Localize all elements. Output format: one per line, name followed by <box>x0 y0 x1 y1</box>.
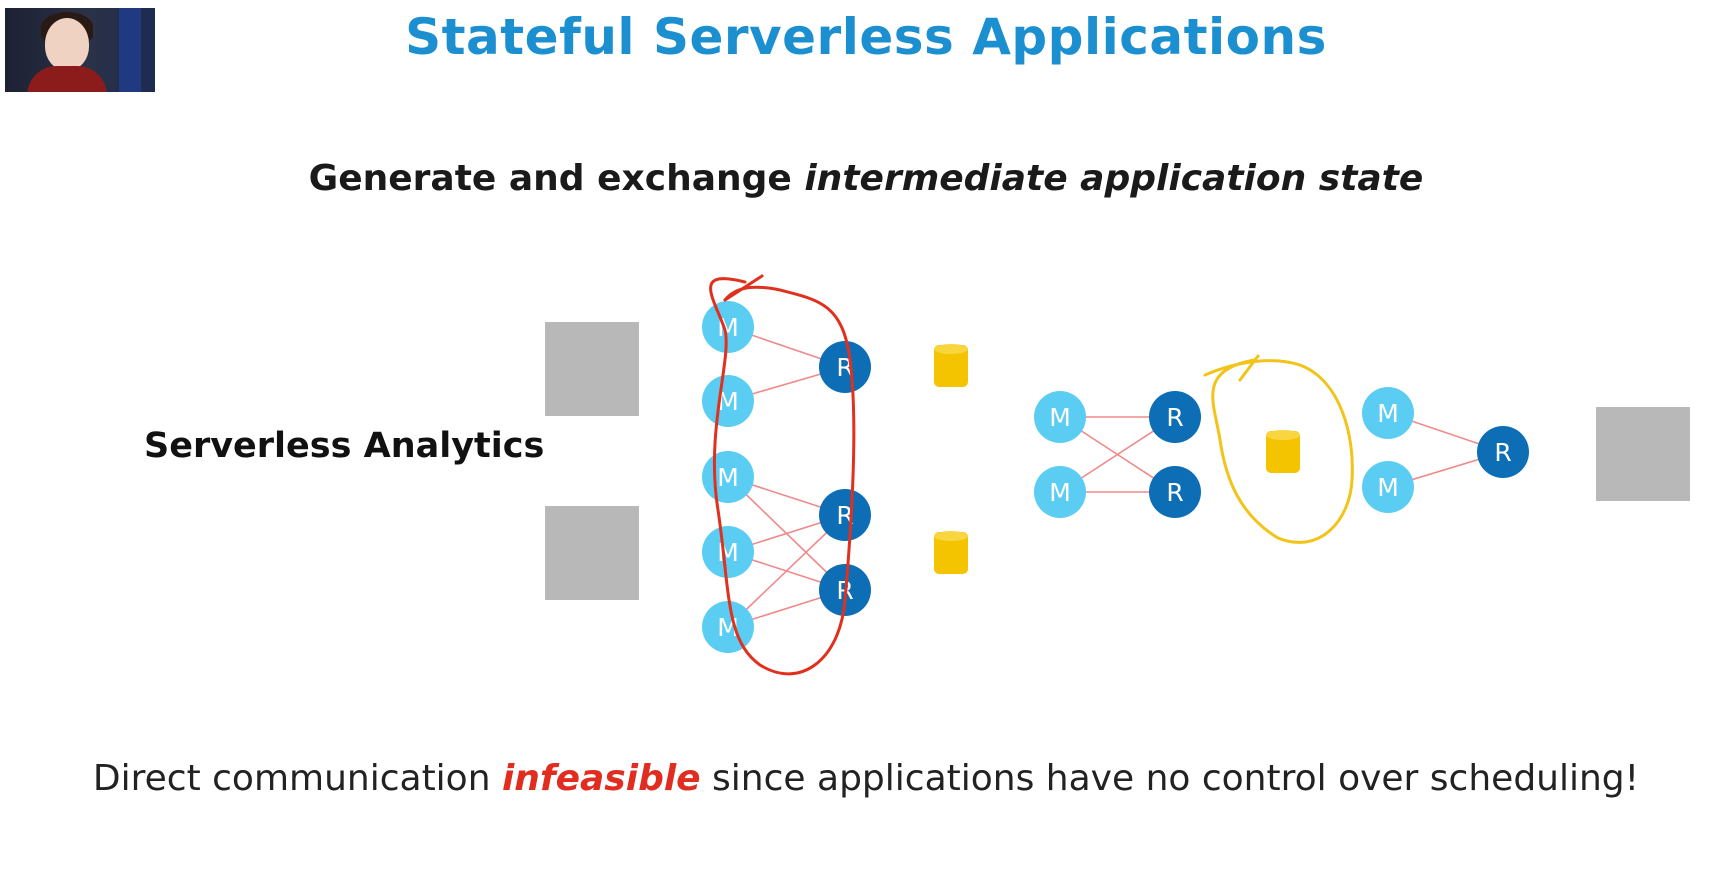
stage2-reducer-2: R <box>1149 466 1201 518</box>
footer-emphasis: infeasible <box>501 758 701 799</box>
input-box-1 <box>545 322 639 416</box>
presenter-webcam <box>5 8 155 92</box>
footer-suffix: since applications have no control over … <box>700 758 1640 799</box>
stage1-reducer-1: R <box>819 341 871 393</box>
red-annotation-loop <box>709 277 856 676</box>
yellow-annotation-tick <box>1238 354 1260 382</box>
slide-title: Stateful Serverless Applications <box>405 8 1327 66</box>
svg-text:R: R <box>1166 403 1183 432</box>
presenter-torso <box>27 66 107 92</box>
svg-text:M: M <box>717 463 739 492</box>
footer-prefix: Direct communication <box>92 758 502 799</box>
output-box <box>1596 407 1690 501</box>
slide-footer: Direct communication infeasible since ap… <box>0 758 1732 799</box>
subtitle-prefix: Generate and exchange <box>308 158 805 199</box>
svg-text:M: M <box>1049 478 1071 507</box>
yellow-annotation-loop <box>1203 358 1354 544</box>
stage2-mapper-2: M <box>1034 466 1086 518</box>
serverless-analytics-label: Serverless Analytics <box>144 426 545 466</box>
slide-subtitle: Generate and exchange intermediate appli… <box>0 158 1732 199</box>
presenter-face <box>45 18 89 70</box>
stage3-reducer-1: R <box>1477 426 1529 478</box>
stage2-mapper-1: M <box>1034 391 1086 443</box>
stage2-reducer-1: R <box>1149 391 1201 443</box>
svg-text:M: M <box>717 387 739 416</box>
edge-6 <box>727 514 846 628</box>
storage-cylinder-3 <box>1266 430 1300 473</box>
stage1-mapper-4: M <box>702 526 754 578</box>
input-box-2 <box>545 506 639 600</box>
svg-text:M: M <box>1377 473 1399 502</box>
stage3-mapper-1: M <box>1362 387 1414 439</box>
stage1-mapper-3: M <box>702 451 754 503</box>
subtitle-emphasis: intermediate application state <box>804 158 1424 199</box>
stage3-mapper-2: M <box>1362 461 1414 513</box>
stage1-mapper-1: M <box>702 301 754 353</box>
stage1-mapper-5: M <box>702 601 754 653</box>
background-door <box>119 8 141 92</box>
storage-cylinder-1 <box>934 344 968 387</box>
svg-text:M: M <box>1377 399 1399 428</box>
svg-text:M: M <box>717 538 739 567</box>
svg-text:M: M <box>1049 403 1071 432</box>
svg-text:R: R <box>1166 478 1183 507</box>
stage1-reducer-2: R <box>819 489 871 541</box>
red-annotation-tick <box>723 274 764 302</box>
stage1-mapper-2: M <box>702 375 754 427</box>
svg-text:R: R <box>1494 438 1511 467</box>
storage-cylinder-2 <box>934 531 968 574</box>
